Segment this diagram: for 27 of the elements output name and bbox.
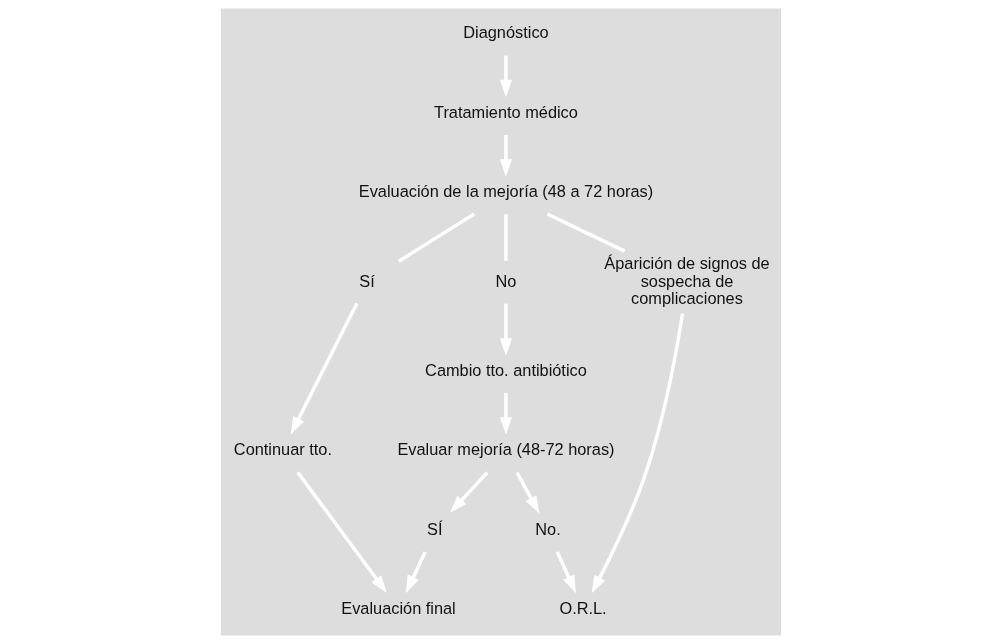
arrow: [499, 393, 513, 435]
arrow: [499, 55, 513, 98]
arrow: [449, 471, 489, 513]
node-text: Sí: [359, 271, 375, 290]
connector: [546, 212, 626, 253]
connector: [504, 214, 508, 262]
node-text: O.R.L.: [559, 599, 607, 618]
node-text: Evaluar mejoría (48-72 horas): [397, 440, 615, 459]
node-text: Evaluación de la mejoría (48 a 72 horas): [358, 182, 654, 201]
arrow: [499, 303, 513, 356]
node-text: Continuar tto.: [233, 440, 332, 459]
node-text: Cambio tto. antibiótico: [425, 360, 587, 379]
node-text: No.: [535, 519, 561, 538]
arrow: [555, 551, 576, 594]
node-text: No: [495, 271, 517, 290]
arrow: [499, 134, 513, 177]
arrow: [290, 302, 359, 435]
node-text: Tratamiento médico: [434, 102, 578, 121]
node-text: Áparición de signos de sospecha de complicaciones: [604, 254, 770, 308]
node-text: SÍ: [427, 519, 443, 538]
node-text: Evaluación final: [341, 599, 456, 618]
arrow: [296, 471, 387, 593]
arrow: [591, 313, 685, 594]
connector: [397, 212, 475, 263]
arrow: [405, 551, 427, 594]
arrow: [515, 471, 540, 514]
node-text: Diagnóstico: [463, 23, 549, 42]
